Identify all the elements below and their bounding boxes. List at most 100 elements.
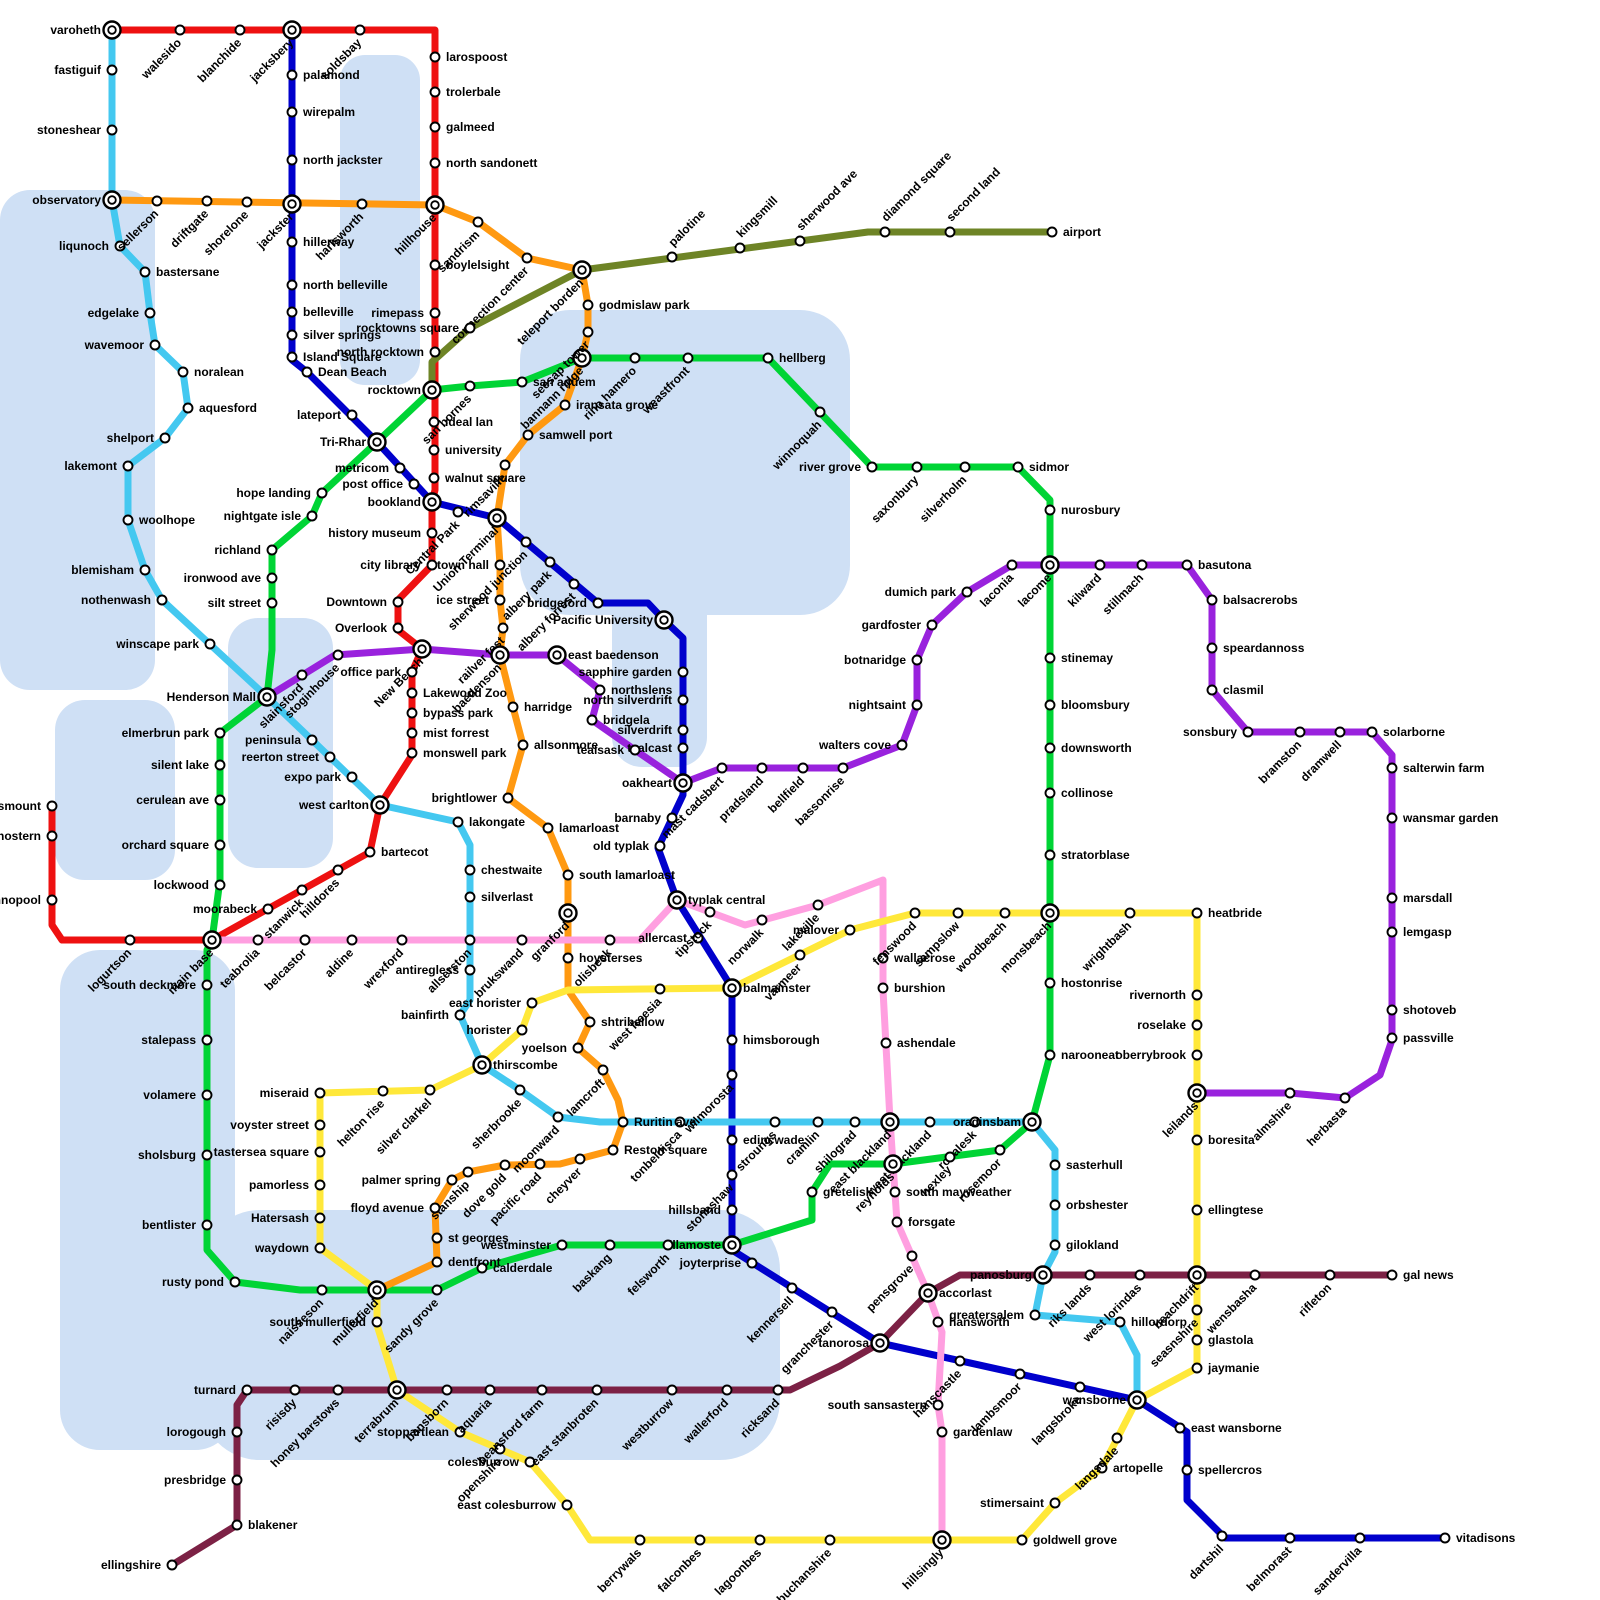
station-pacific-university: Pacific University [553, 610, 674, 630]
station-nightgate-isle: nightgate isle [224, 509, 318, 523]
station-collinose: collinose [1044, 786, 1113, 800]
station-marker [1366, 726, 1378, 738]
station-marker [214, 879, 226, 891]
station-marker [1094, 559, 1106, 571]
station-marker [726, 1134, 738, 1146]
interchange-marker [885, 1117, 895, 1127]
station-label: rimepass [371, 306, 424, 320]
station-label: blakener [248, 1518, 298, 1532]
station-shelport: shelport [107, 431, 171, 445]
station-marker [677, 724, 689, 736]
station-label: Henderson Mall [167, 690, 256, 704]
station-heatbride: heatbride [1191, 906, 1262, 920]
station-label: joyterprise [679, 1256, 742, 1270]
station-marker [429, 259, 441, 271]
station-marker [454, 1009, 466, 1021]
station-label: east baedenson [568, 648, 659, 662]
station-gilokland: gilokland [1049, 1238, 1119, 1252]
station-marker [734, 242, 746, 254]
station-silverlast: silverlast [464, 890, 533, 904]
station-marker [826, 1306, 838, 1318]
station-label: sapphire garden [579, 665, 672, 679]
station-marker [1191, 989, 1203, 1001]
station-north-rocktown: north rocktown [337, 345, 441, 359]
station-marker [156, 594, 168, 606]
station-marker [1124, 907, 1136, 919]
station-label: artopelle [1113, 1461, 1163, 1475]
station-marker [666, 1384, 678, 1396]
station-marker [762, 352, 774, 364]
station-marker [314, 1242, 326, 1254]
station-barnaby: barnaby [614, 811, 678, 825]
station-marker [266, 544, 278, 556]
station-label: waydown [254, 1241, 309, 1255]
station-label: Pacific University [553, 613, 653, 627]
station-marker [654, 840, 666, 852]
station-marker [314, 1087, 326, 1099]
station-label: ellingshire [101, 1558, 161, 1572]
station-marker [201, 195, 213, 207]
station-label: north sandonett [446, 156, 537, 170]
station-marker [464, 864, 476, 876]
station-label: clasmil [1223, 683, 1264, 697]
station-marker [944, 1151, 956, 1163]
station-lamarloast: lamarloast [542, 821, 619, 835]
station-label: Tri-Rhar [320, 435, 366, 449]
station-godmislaw-park: godmislaw park [582, 298, 690, 312]
station-marker [406, 687, 418, 699]
station-label: gardenlaw [953, 1425, 1013, 1439]
station-marker [306, 510, 318, 522]
station-bridgela: bridgela [586, 713, 650, 727]
line-green [203, 354, 1054, 1294]
station-label: vitadisons [1456, 1531, 1516, 1545]
station-iransata-grove: iransata grove [559, 398, 658, 412]
station-aquesford: aquesford [182, 401, 257, 415]
station-metricom: metricom [335, 461, 406, 475]
station-label: gal news [1403, 1268, 1454, 1282]
station-marker [306, 734, 318, 746]
station-marker [959, 461, 971, 473]
station-label: aquesford [199, 401, 257, 415]
interchange-marker [392, 1385, 402, 1395]
station-marker [592, 597, 604, 609]
station-label: oakheart [622, 776, 672, 790]
line-blue [288, 26, 1449, 1542]
station-roselake: roselake [1137, 1018, 1203, 1032]
station-marker [1339, 1092, 1351, 1104]
station-marker [406, 727, 418, 739]
interchange-marker [262, 692, 272, 702]
station-st-georges: st georges [431, 1231, 509, 1245]
station-label: south mullerfield [269, 1315, 366, 1329]
station-marker [866, 461, 878, 473]
station-marker [677, 666, 689, 678]
station-label: bridgeford [527, 596, 587, 610]
station-marker [1191, 1019, 1203, 1031]
station-marker [266, 597, 278, 609]
station-volamere: volamere [143, 1088, 213, 1102]
station-label: woolhope [138, 513, 195, 527]
station-lemgasp: lemgasp [1386, 925, 1452, 939]
station-marker [572, 1042, 584, 1054]
station-marker [144, 307, 156, 319]
station-palamond: palamond [286, 68, 360, 82]
station-moorabeck: moorabeck [193, 902, 274, 916]
station-innopool: innopool [0, 893, 58, 907]
station-samwell-port: samwell port [522, 428, 612, 442]
station-marker [597, 1064, 609, 1076]
interchange-marker [937, 1535, 947, 1545]
station-lateport: lateport [297, 408, 358, 422]
station-marker [604, 1239, 616, 1251]
station-marker [877, 952, 889, 964]
station-marker [431, 1284, 443, 1296]
station-marker [849, 1116, 861, 1128]
station-boylelsight: boylelsight [429, 258, 509, 272]
station-label: orbshester [1066, 1198, 1128, 1212]
station-bypass-park: bypass park [406, 706, 493, 720]
station-label: rivernorth [1129, 988, 1186, 1002]
station-label: varoheth [50, 23, 101, 37]
station-marker [46, 830, 58, 842]
station-marker [1044, 977, 1056, 989]
station-label: balmainster [743, 981, 811, 995]
line-yellow [316, 909, 1201, 1544]
station-marker [262, 903, 274, 915]
